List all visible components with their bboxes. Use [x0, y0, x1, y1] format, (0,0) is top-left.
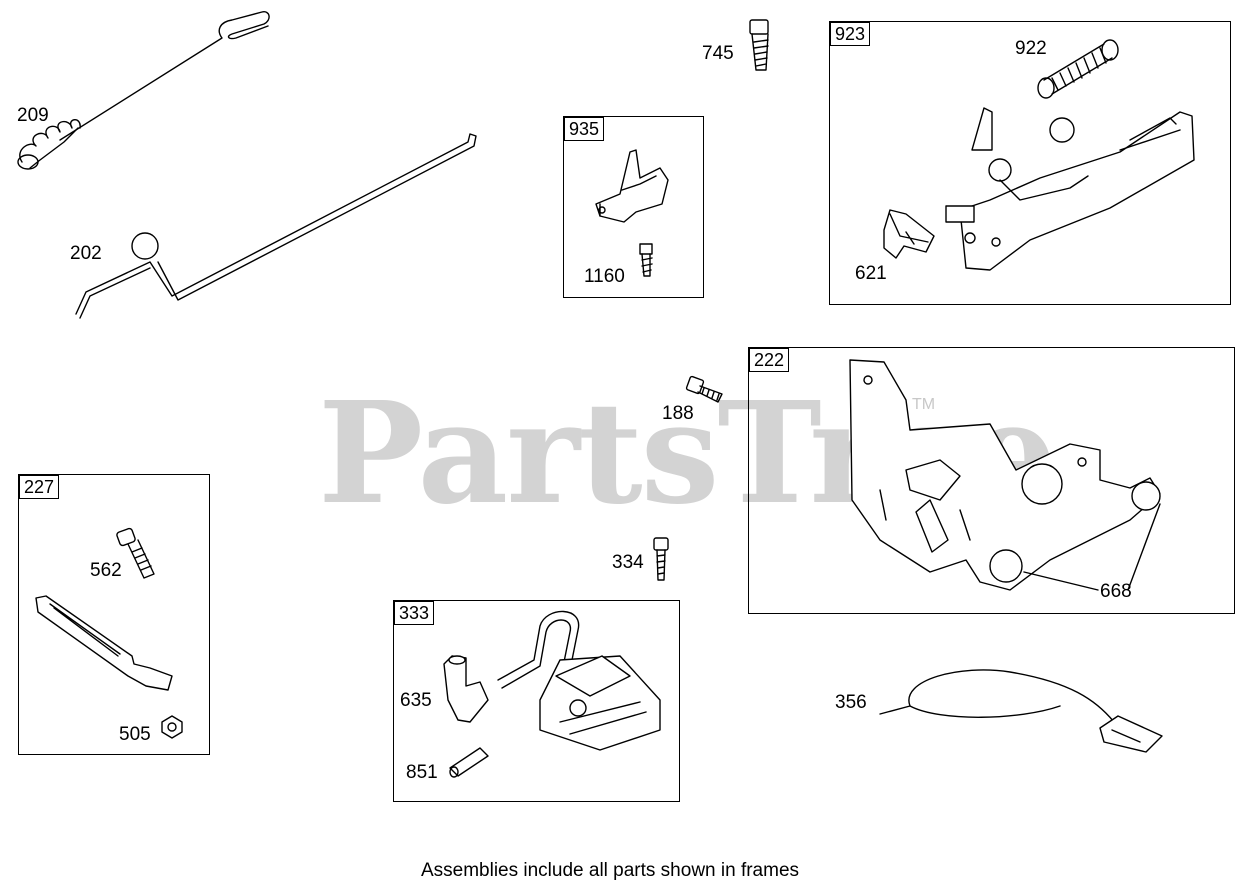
bolt-334	[653, 537, 669, 581]
lever-227	[35, 595, 173, 691]
part-number-922: 922	[1015, 38, 1047, 59]
bolt-562	[116, 527, 155, 579]
part-number-505: 505	[119, 724, 151, 745]
frame-333	[393, 600, 680, 802]
bolt-188	[685, 375, 723, 403]
part-number-202: 202	[70, 243, 102, 264]
spring-209	[17, 11, 270, 170]
part-number-562: 562	[90, 560, 122, 581]
frame-222	[748, 347, 1235, 614]
control-bracket-222	[849, 359, 1161, 591]
pin-851	[449, 747, 489, 778]
frame-935	[563, 116, 704, 298]
frame-227	[18, 474, 210, 755]
frame-923	[829, 21, 1231, 305]
part-number-851: 851	[406, 762, 438, 783]
rod-202	[75, 133, 477, 319]
part-number-635: 635	[400, 690, 432, 711]
nut-505	[161, 715, 183, 739]
governor-plate-923	[945, 107, 1195, 271]
frame-label-923: 923	[830, 22, 871, 46]
frame-label-333: 333	[394, 601, 435, 625]
part-number-356: 356	[835, 692, 867, 713]
bracket-935	[595, 149, 669, 277]
frame-label-935: 935	[564, 117, 605, 141]
bolt-745	[749, 19, 769, 71]
part-number-668: 668	[1100, 581, 1132, 602]
part-number-188: 188	[662, 403, 694, 424]
ignition-module-333	[443, 610, 661, 751]
frame-label-227: 227	[19, 475, 60, 499]
wire-356	[879, 669, 1163, 753]
part-number-621: 621	[855, 263, 887, 284]
clip-621	[883, 209, 935, 259]
part-number-1160: 1160	[584, 266, 625, 287]
part-number-209: 209	[17, 105, 49, 126]
spring-922	[1037, 39, 1119, 99]
part-number-334: 334	[612, 552, 644, 573]
diagram-caption: Assemblies include all parts shown in fr…	[420, 860, 800, 881]
part-number-745: 745	[702, 43, 734, 64]
frame-label-222: 222	[749, 348, 790, 372]
trademark-mark: TM	[912, 396, 936, 413]
